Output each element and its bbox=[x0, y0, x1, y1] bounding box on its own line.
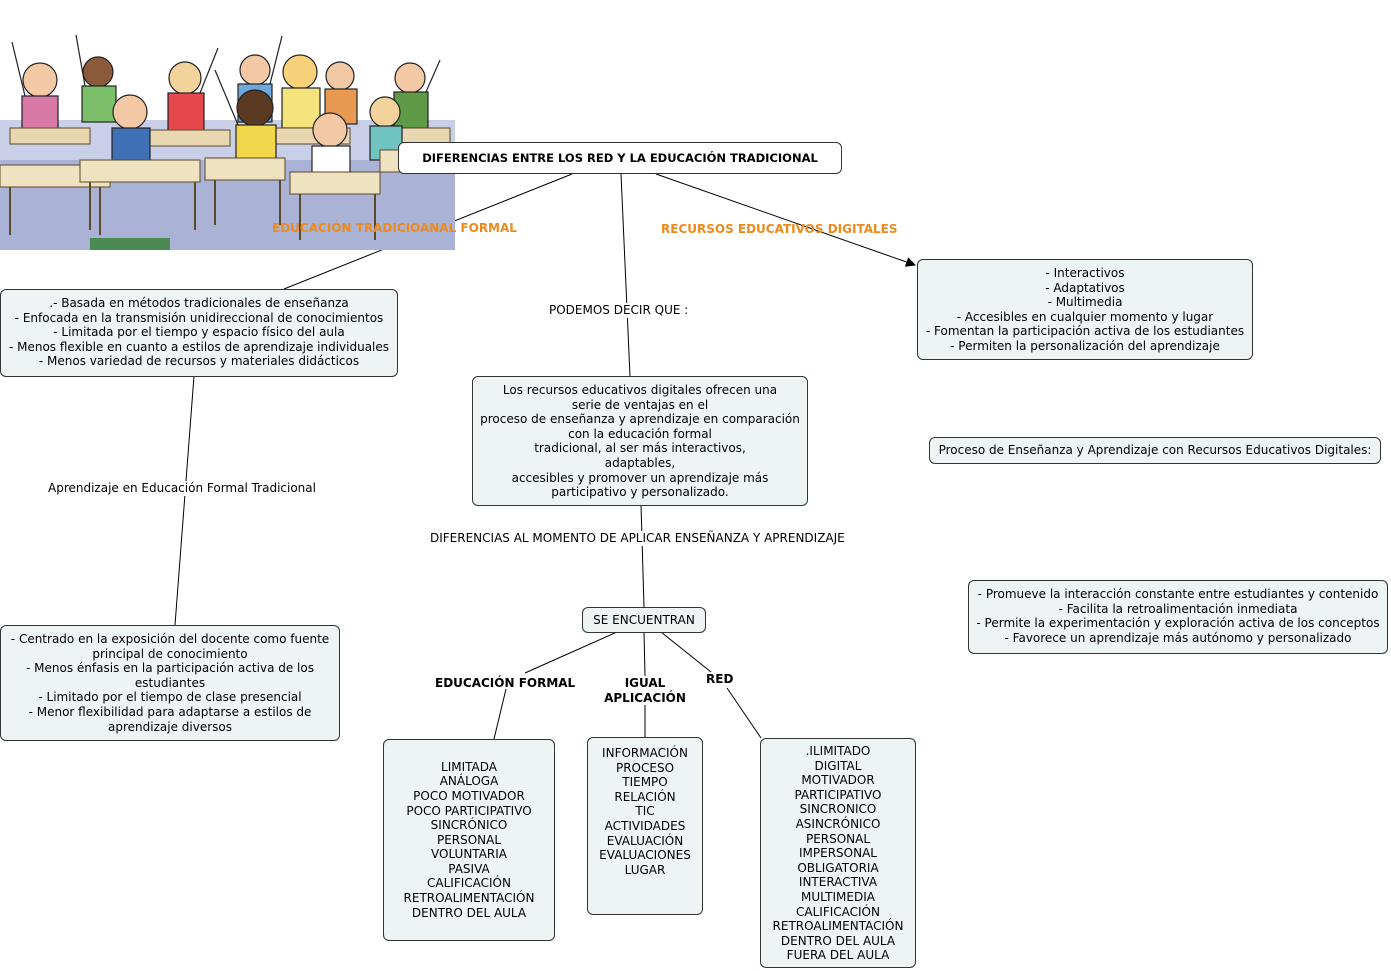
label-aprendizaje-formal: Aprendizaje en Educación Formal Tradicio… bbox=[46, 481, 318, 496]
red-list-node[interactable]: .ILIMITADO DIGITAL MOTIVADOR PARTICIPATI… bbox=[760, 738, 916, 968]
label-podemos-decir: PODEMOS DECIR QUE : bbox=[547, 303, 691, 318]
line-se-encuentran-to-red bbox=[660, 631, 712, 673]
classroom-illustration bbox=[0, 0, 455, 250]
line-se-encuentran-to-equal bbox=[643, 631, 646, 677]
digital-features-node[interactable]: - Interactivos - Adaptativos - Multimedi… bbox=[917, 259, 1253, 360]
line-central-to-se-encuentran bbox=[640, 504, 645, 608]
label-recursos-digitales: RECURSOS EDUCATIVOS DIGITALES bbox=[661, 222, 898, 236]
label-red: RED bbox=[706, 672, 734, 686]
label-educacion-formal: EDUCACIÓN FORMAL bbox=[435, 676, 576, 690]
label-igual-aplicacion: IGUAL APLICACIÓN bbox=[604, 676, 686, 705]
equal-list-node[interactable]: INFORMACIÓN PROCESO TIEMPO RELACIÓN TIC … bbox=[587, 737, 703, 915]
process-features-node[interactable]: - Promueve la interacción constante entr… bbox=[968, 580, 1388, 654]
line-formal-label-to-list bbox=[493, 688, 507, 740]
line-traditional-to-learning bbox=[174, 375, 195, 626]
central-text-node[interactable]: Los recursos educativos digitales ofrece… bbox=[472, 376, 808, 506]
label-diferencias-momento: DIFERENCIAS AL MOMENTO DE APLICAR ENSEÑA… bbox=[428, 531, 847, 546]
line-title-to-digital bbox=[655, 173, 916, 267]
process-title-node[interactable]: Proceso de Enseñanza y Aprendizaje con R… bbox=[929, 437, 1381, 464]
formal-list-node[interactable]: LIMITADA ANÁLOGA POCO MOTIVADOR POCO PAR… bbox=[383, 739, 555, 941]
se-encuentran-node[interactable]: SE ENCUENTRAN bbox=[582, 607, 706, 633]
traditional-learning-node[interactable]: - Centrado en la exposición del docente … bbox=[0, 625, 340, 741]
line-red-label-to-list bbox=[726, 687, 762, 739]
line-title-to-central bbox=[620, 173, 631, 377]
map-title[interactable]: DIFERENCIAS ENTRE LOS RED Y LA EDUCACIÓN… bbox=[398, 142, 842, 174]
line-se-encuentran-to-formal bbox=[524, 631, 618, 674]
label-educacion-tradicional: EDUCACIÓN TRADICIOANAL FORMAL bbox=[272, 221, 517, 235]
traditional-features-node[interactable]: .- Basada en métodos tradicionales de en… bbox=[0, 289, 398, 377]
